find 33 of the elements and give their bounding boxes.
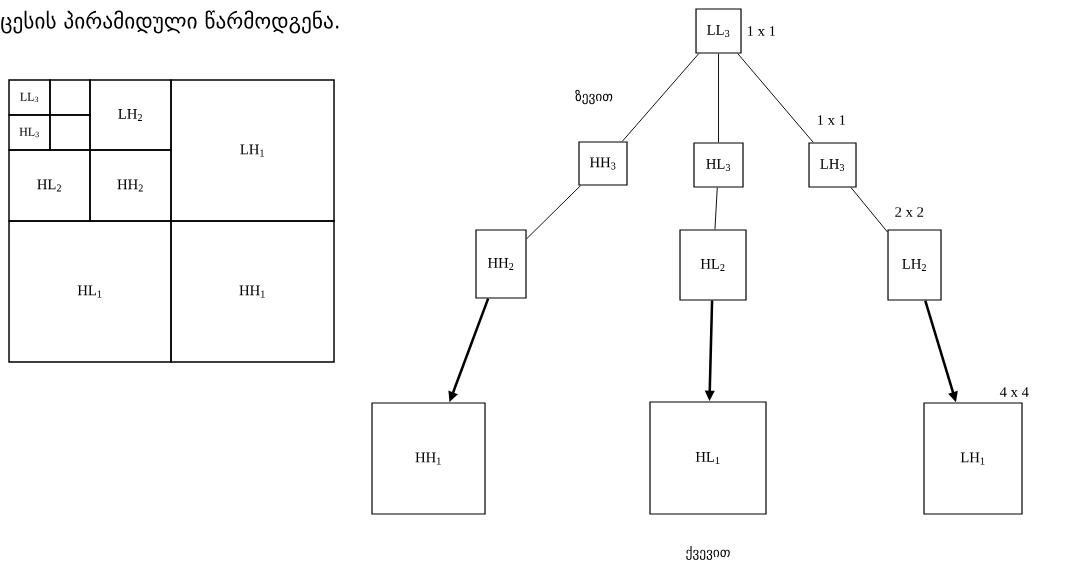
tree-box: LH$_{1}$ bbox=[923, 402, 1023, 515]
connector bbox=[526, 185, 582, 240]
empty-cell bbox=[49, 114, 91, 151]
empty-cell bbox=[49, 79, 91, 116]
tree-box: LH$_{2}$ bbox=[887, 229, 942, 301]
grid-cell: HL$_{3}$ bbox=[8, 114, 51, 151]
tree-box: HH$_{1}$ bbox=[371, 402, 486, 515]
connector bbox=[850, 187, 888, 233]
grid-cell: HL$_{1}$ bbox=[8, 220, 172, 363]
tree-box: HL$_{3}$ bbox=[693, 142, 744, 188]
size-label: 4 x 4 bbox=[999, 387, 1029, 397]
grid-cell: LL$_{3}$ bbox=[8, 79, 51, 116]
connector bbox=[714, 187, 718, 230]
size-label: 1 x 1 bbox=[817, 115, 846, 125]
grid-cell: LH$_{2}$ bbox=[89, 79, 172, 151]
grid-cell: HH$_{2}$ bbox=[89, 149, 172, 222]
title: ცესის პირამიდული წარმოდგენა. bbox=[1, 10, 339, 34]
direction-label: ქვევით bbox=[686, 545, 730, 561]
grid-cell: HH$_{1}$ bbox=[170, 220, 335, 363]
size-label: 2 x 2 bbox=[895, 207, 924, 217]
connector bbox=[737, 53, 814, 143]
tree-box: HH$_{2}$ bbox=[475, 229, 527, 299]
connector bbox=[718, 53, 719, 143]
connector bbox=[621, 53, 700, 142]
size-label: 1 x 1 bbox=[747, 26, 776, 36]
direction-label: ზევით bbox=[575, 89, 613, 105]
tree-box: HL$_{1}$ bbox=[649, 401, 767, 515]
tree-box: LH$_{3}$ bbox=[808, 142, 857, 188]
grid-cell: HL$_{2}$ bbox=[8, 149, 91, 222]
tree-box: HH$_{3}$ bbox=[578, 141, 628, 186]
grid-cell: LH$_{1}$ bbox=[170, 79, 335, 222]
tree-box: HL$_{2}$ bbox=[679, 229, 747, 301]
tree-box: LL$_{3}$ bbox=[695, 8, 742, 54]
